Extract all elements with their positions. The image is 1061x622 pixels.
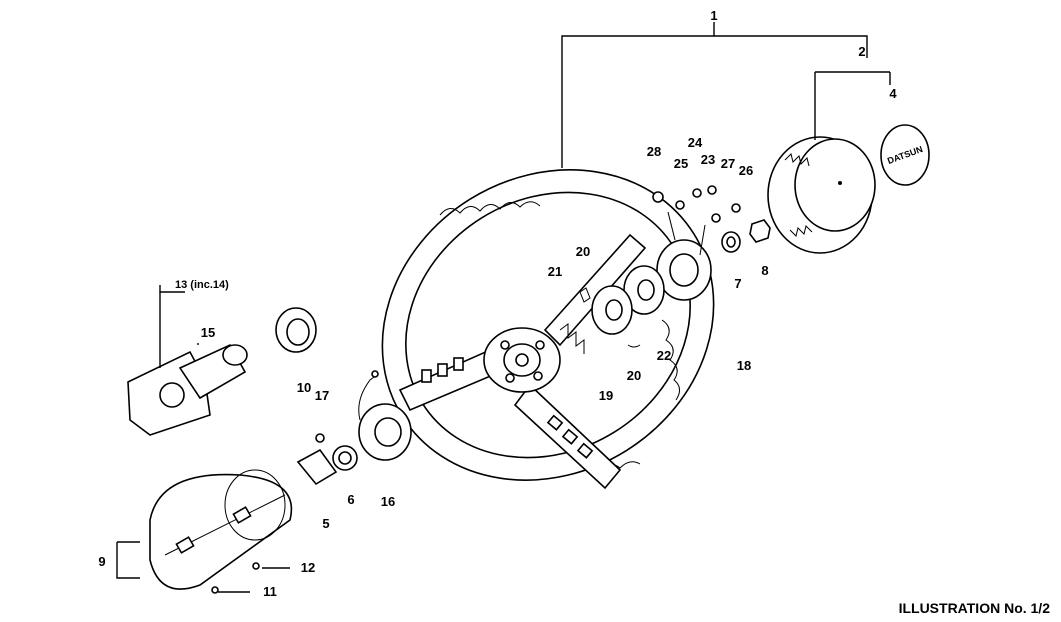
steering-wheel-rim — [381, 169, 715, 481]
horn-pad-assembly — [767, 136, 876, 254]
hardware-parts — [559, 185, 771, 354]
label-11: 11 — [263, 584, 277, 599]
label-20-top: 20 — [576, 244, 590, 259]
label-7: 7 — [734, 276, 741, 291]
label-24: 24 — [688, 135, 703, 150]
cancel-parts — [296, 370, 412, 486]
label-1: 1 — [710, 8, 717, 23]
label-18: 18 — [737, 358, 751, 373]
column-cover — [149, 469, 293, 594]
label-2: 2 — [858, 44, 865, 59]
collar-ring — [275, 307, 317, 353]
label-8: 8 — [761, 263, 768, 278]
label-15: 15 — [201, 325, 215, 340]
label-9: 9 — [98, 554, 105, 569]
label-21: 21 — [548, 264, 562, 279]
combination-switch — [127, 343, 248, 436]
label-10: 10 — [297, 380, 311, 395]
label-25: 25 — [674, 156, 688, 171]
wheel-spokes — [398, 233, 647, 490]
label-26: 26 — [739, 163, 753, 178]
illustration-caption: ILLUSTRATION No. 1/2 — [899, 600, 1051, 616]
part-labels: 1 2 4 5 6 7 8 9 10 11 12 13 (inc.14) 15 … — [98, 8, 897, 599]
label-4: 4 — [889, 86, 897, 101]
label-23: 23 — [701, 152, 715, 167]
label-20-bottom: 20 — [627, 368, 641, 383]
label-5: 5 — [322, 516, 329, 531]
label-19: 19 — [599, 388, 613, 403]
label-6: 6 — [347, 492, 354, 507]
label-28: 28 — [647, 144, 661, 159]
label-13: 13 (inc.14) — [175, 279, 229, 291]
label-22: 22 — [657, 348, 671, 363]
horn-emblem: DATSUN — [880, 124, 930, 186]
label-12: 12 — [301, 560, 315, 575]
label-17: 17 — [315, 388, 329, 403]
label-16: 16 — [381, 494, 395, 509]
leader-lines — [116, 22, 891, 593]
label-27: 27 — [721, 156, 735, 171]
